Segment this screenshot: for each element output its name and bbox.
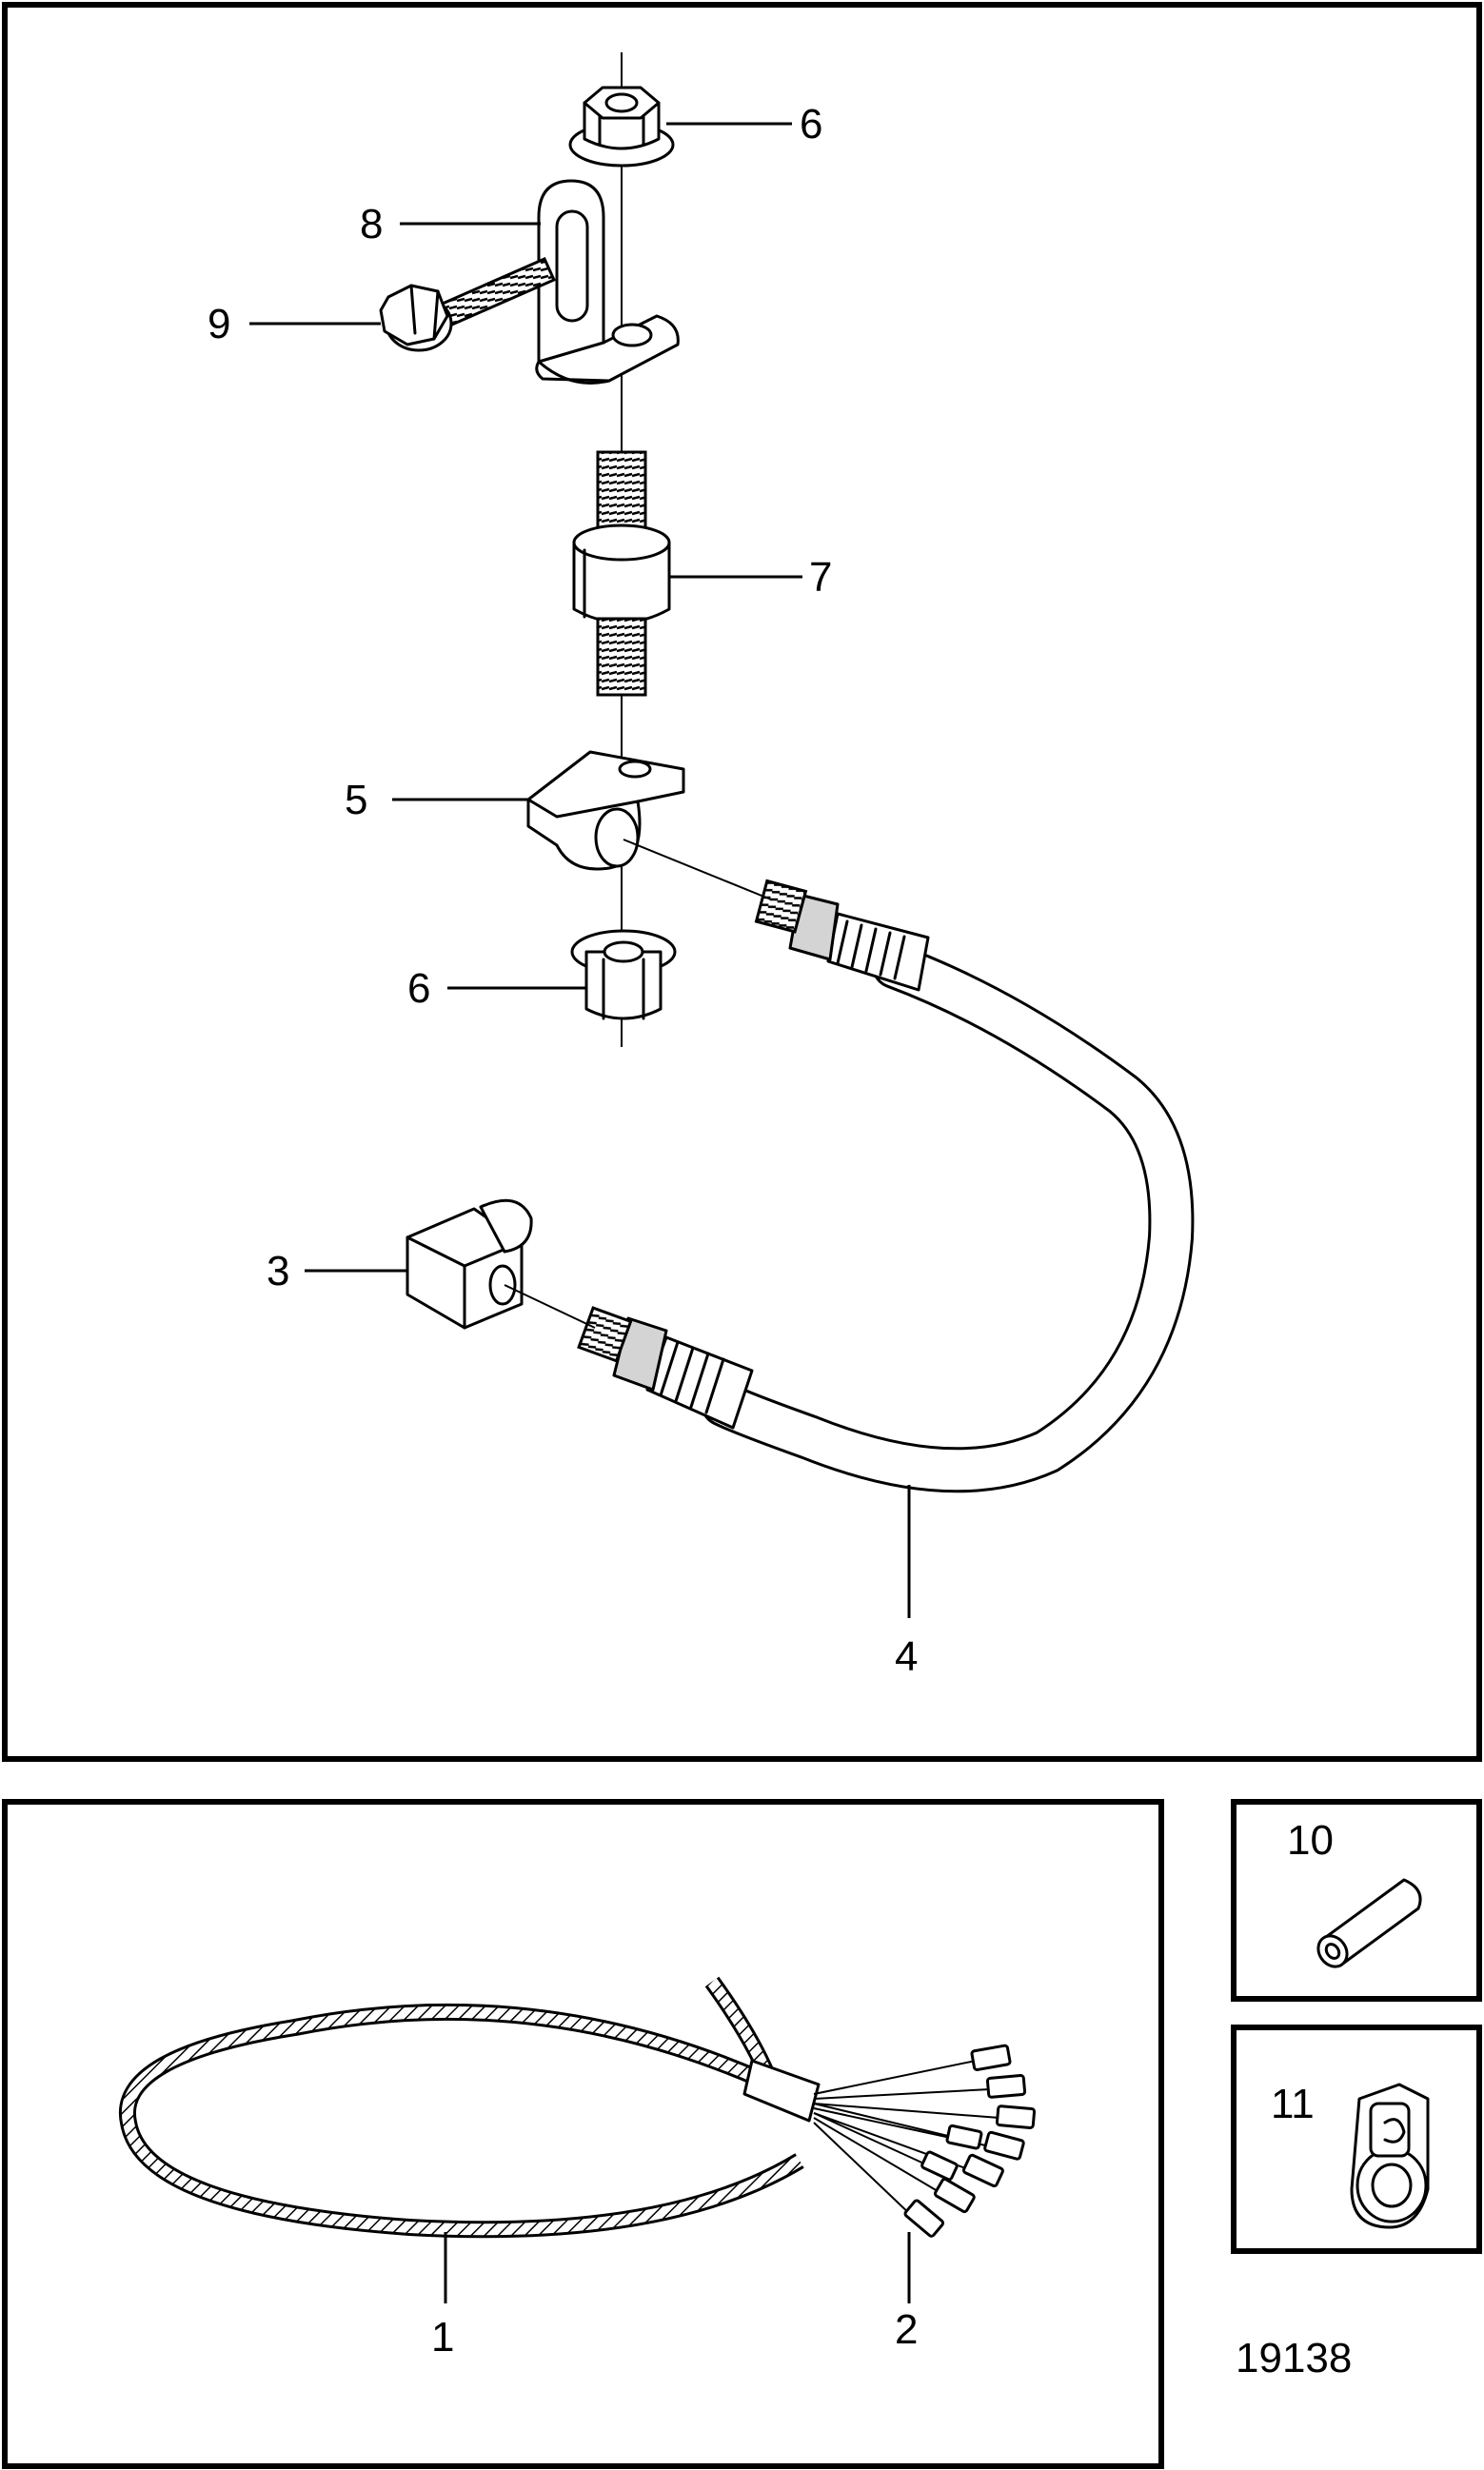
callout-1: 1 [431,2314,454,2361]
callout-6-bottom: 6 [407,965,430,1012]
connector-block [406,1198,533,1330]
cable-assembly [577,879,1195,1493]
slotted-bracket [535,179,680,385]
stud-spacer [572,450,671,697]
p-clamp-part [1350,2083,1430,2229]
p-clip [526,750,685,871]
callout-9: 9 [208,301,230,347]
reference-number: 19138 [1236,2335,1352,2381]
callout-3: 3 [267,1248,289,1294]
callout-4: 4 [895,1633,918,1680]
callout-5: 5 [345,777,367,823]
part-11-frame [1231,2025,1482,2254]
part-10-frame [1231,1799,1482,2002]
callout-6-top: 6 [800,101,822,148]
flange-nut-bottom [570,929,677,1020]
link-clip-to-cable [623,839,772,900]
callout-11: 11 [1271,2081,1315,2127]
hex-bolt [379,257,556,352]
callout-2: 2 [895,2306,918,2353]
wire-harness [118,1976,1037,2239]
callout-7: 7 [809,554,832,601]
link-block-to-cable [504,1284,596,1329]
harness-frame [2,1799,1164,2469]
sleeve-part [1316,1878,1422,1968]
main-assembly-frame [2,2,1482,1762]
callout-8: 8 [360,201,383,247]
callout-10: 10 [1287,1817,1334,1864]
flange-nut-top [568,86,675,168]
